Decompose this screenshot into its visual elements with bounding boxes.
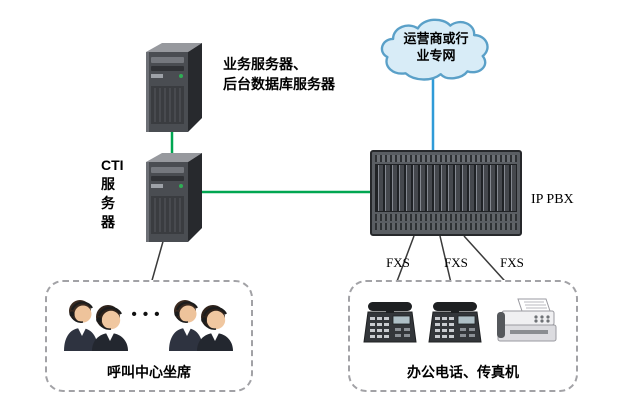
cloud-label-line2: 业专网 (416, 48, 456, 63)
pbx-vent-row2 (375, 223, 517, 230)
app-server-label: 业务服务器、 后台数据库服务器 (223, 54, 335, 94)
fax-machine-icon (494, 297, 558, 350)
ellipsis-dots: • • • (131, 306, 161, 323)
pbx-card-slots (375, 164, 517, 212)
cti-label-line4: 器 (101, 214, 115, 230)
app-server-label-line1: 业务服务器、 (223, 56, 307, 72)
desk-phone-icon-2 (427, 299, 483, 350)
tower-server-icon (146, 43, 202, 132)
pbx-vent-row1 (375, 214, 517, 221)
app-server-icon (138, 40, 210, 141)
cti-server-icon (138, 150, 210, 251)
cti-label-line2: 服 (101, 176, 115, 192)
cti-label-line1: CTI (101, 157, 124, 173)
call-center-label: 呼叫中心坐席 (107, 364, 191, 380)
desk-phone-icon-1 (362, 299, 418, 350)
ip-pbx-label: IP PBX (531, 192, 574, 207)
app-server-label-line2: 后台数据库服务器 (223, 76, 335, 92)
fxs-label-2: FXS (444, 255, 468, 270)
cti-label-line3: 务 (101, 195, 115, 211)
agents-photo-right (161, 293, 237, 356)
fxs-label-1: FXS (386, 255, 410, 270)
office-devices-label: 办公电话、传真机 (407, 364, 519, 380)
cloud-label-line1: 运营商或行 (403, 31, 469, 46)
link-cti-callcenter (150, 237, 165, 285)
fxs-label-3: FXS (500, 255, 524, 270)
agents-photo-left (56, 293, 132, 356)
cloud-label: 运营商或行 业专网 (374, 30, 498, 64)
cloud-icon (374, 12, 498, 84)
tower-server-icon (146, 153, 202, 242)
cti-server-label: CTI 服 务 器 (101, 156, 124, 232)
pbx-vent-top (375, 155, 517, 162)
ip-pbx-icon (370, 150, 522, 236)
